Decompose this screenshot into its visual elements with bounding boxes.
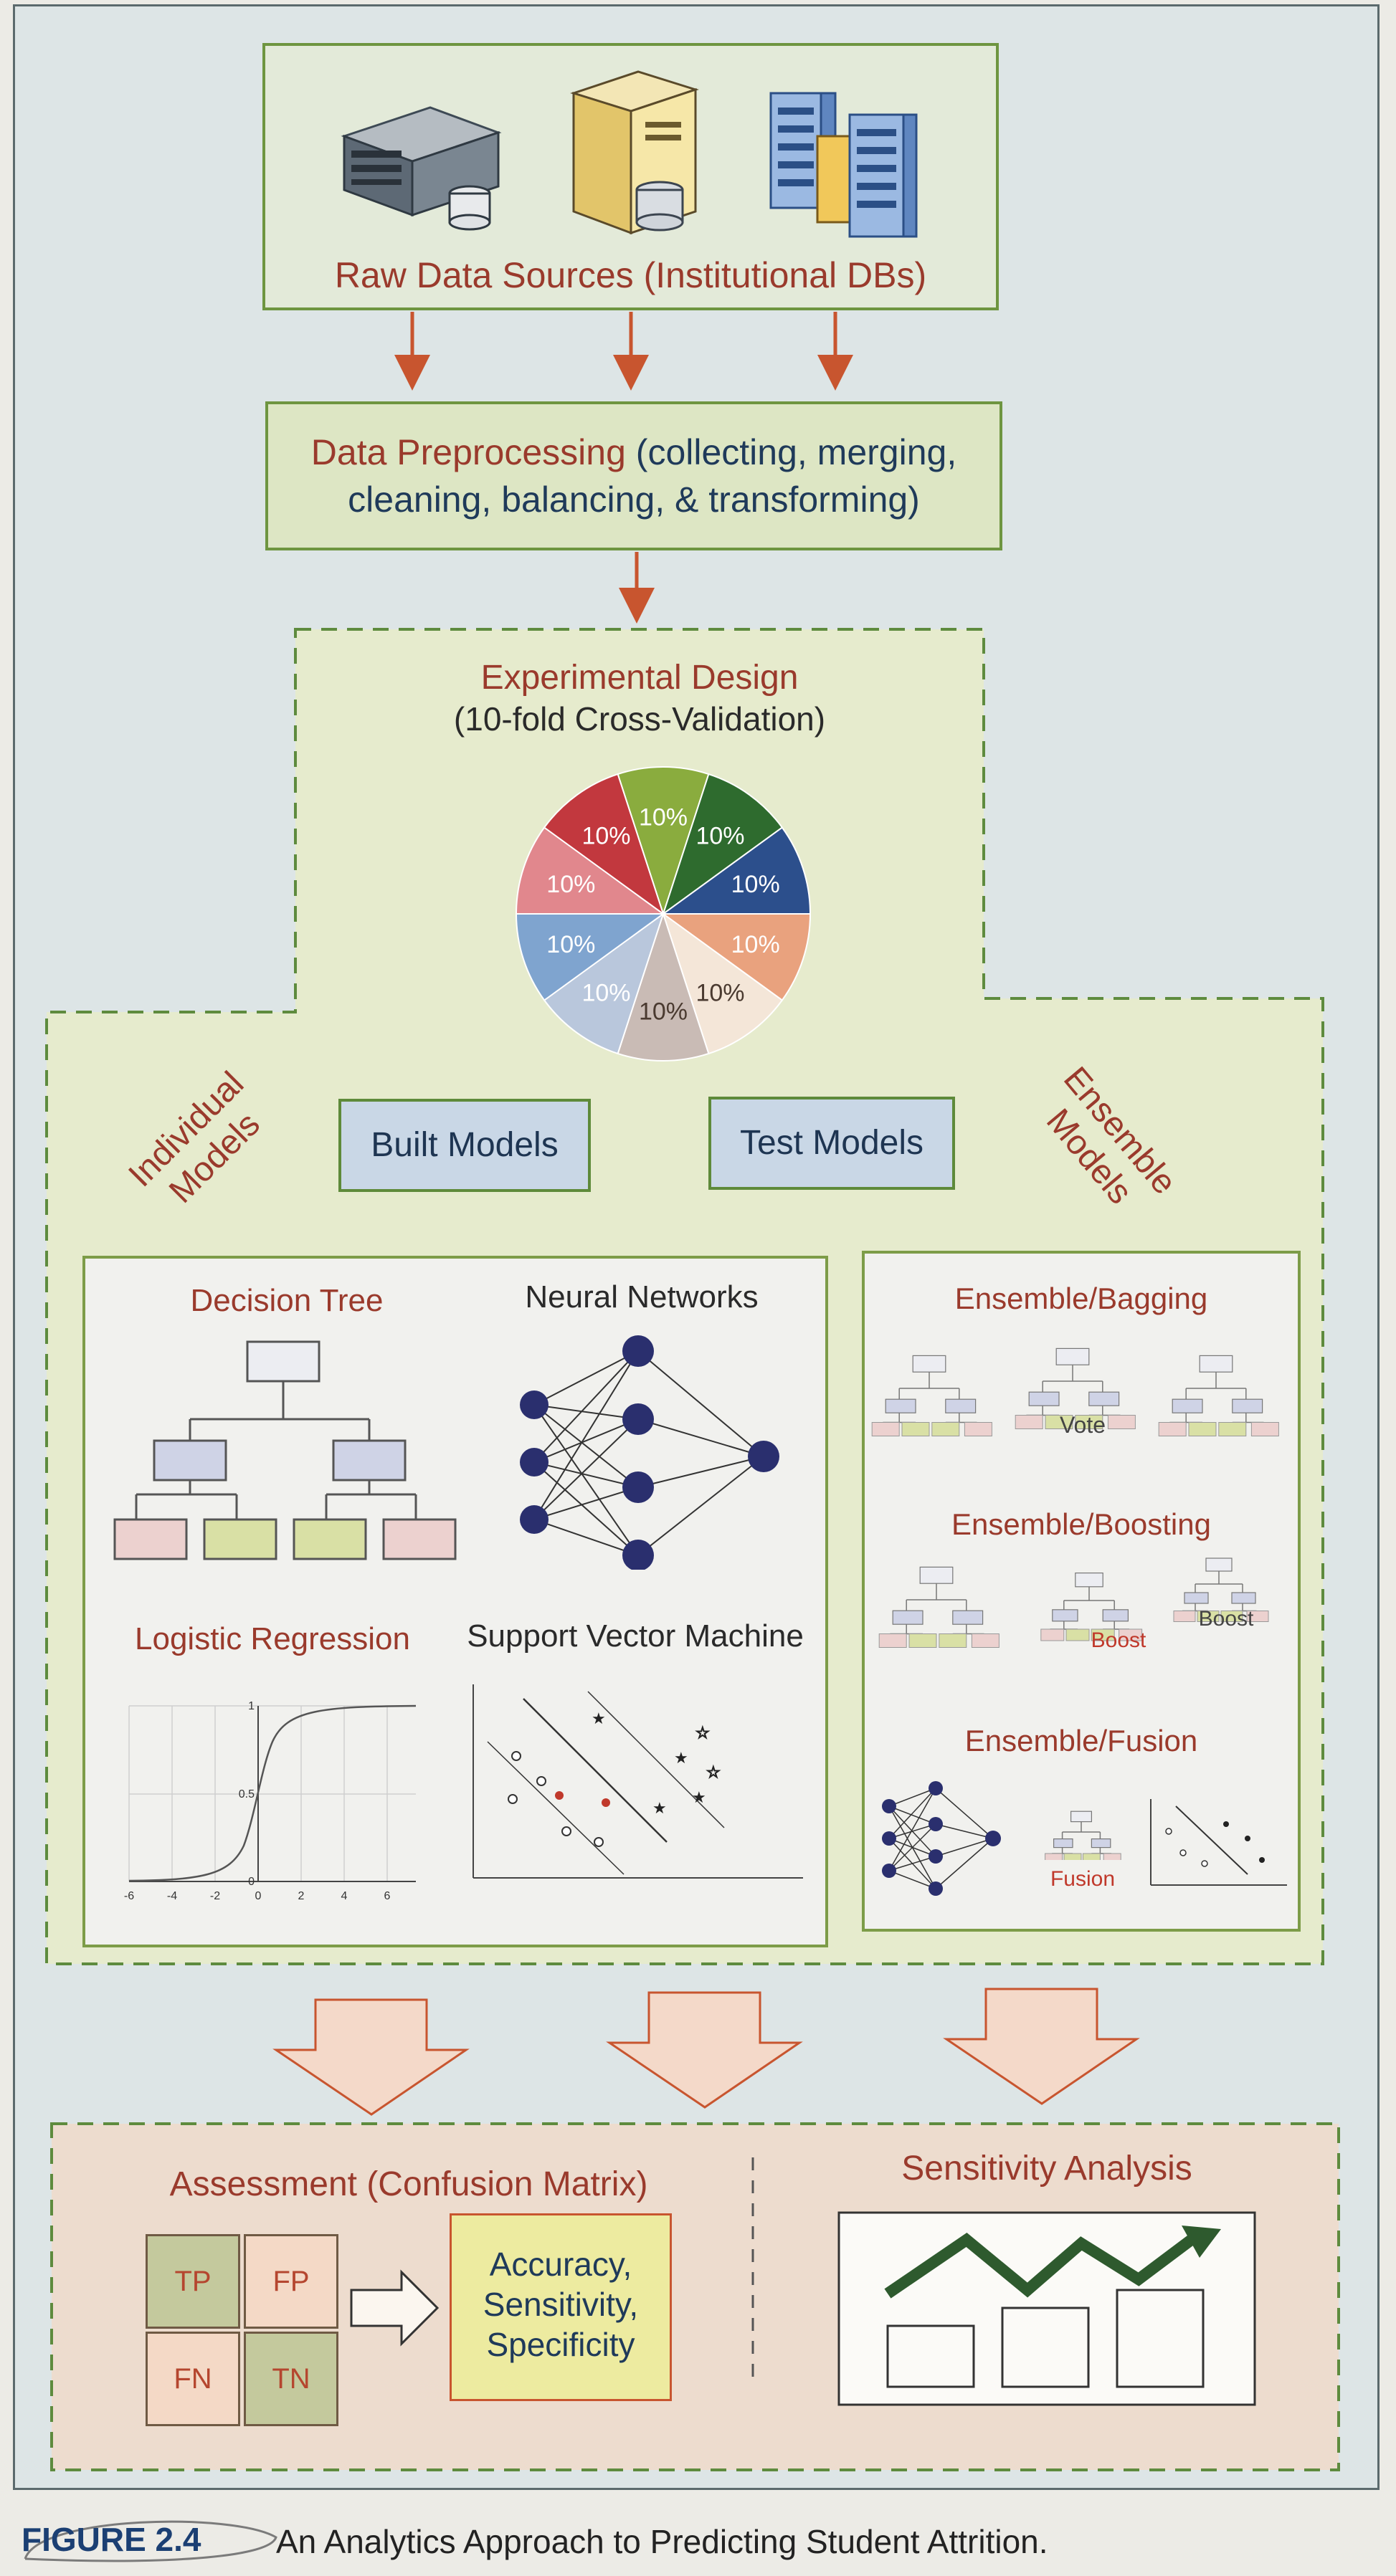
ensemble-fusion-title: Ensemble/Fusion <box>964 1724 1198 1757</box>
svg-text:★: ★ <box>674 1749 688 1767</box>
boost-label-2: Boost <box>1198 1607 1254 1631</box>
decision-tree-title: Decision Tree <box>190 1283 384 1318</box>
experimental-design-title: Experimental Design <box>480 659 799 697</box>
neural-networks-title: Neural Networks <box>525 1279 759 1315</box>
x-tick-label: -6 <box>124 1890 134 1902</box>
x-tick-label: -2 <box>210 1890 220 1902</box>
fusion-tree-icon <box>1045 1811 1121 1860</box>
assessment-title: Assessment (Confusion Matrix) <box>169 2165 648 2203</box>
pie-slice-label: 10% <box>546 931 595 958</box>
logistic-regression-plot: 1 0.5 0 -6 -4 -2 0 2 4 6 <box>124 1700 417 1902</box>
svg-text:★: ★ <box>692 1788 706 1806</box>
individual-models-panel <box>82 1256 828 1947</box>
pie-slice <box>543 773 665 916</box>
built-models-box: Built Models <box>338 1099 591 1192</box>
figure-caption: An Analytics Approach to Predicting Stud… <box>276 2523 1048 2560</box>
x-tick-label: 2 <box>298 1890 305 1902</box>
metric-accuracy: Accuracy, <box>489 2246 632 2283</box>
pie-slice <box>660 913 812 1001</box>
metric-sensitivity: Sensitivity, <box>483 2286 639 2323</box>
decision-tree-diagram <box>113 1340 457 1560</box>
neural-network-diagram <box>520 1335 779 1570</box>
raw-data-sources-title: Raw Data Sources (Institutional DBs) <box>334 255 927 295</box>
figure-label: FIGURE 2.4 <box>22 2521 201 2558</box>
caption-swoosh <box>24 2520 277 2562</box>
pie-slice-label: 10% <box>695 979 744 1006</box>
fusion-neural-icon <box>882 1781 1001 1896</box>
x-tick-label: 4 <box>341 1890 348 1902</box>
built-models-label: Built Models <box>371 1126 559 1164</box>
pie-slice <box>662 912 784 1055</box>
logistic-regression-title: Logistic Regression <box>135 1621 410 1656</box>
assessment-metrics-box <box>450 2213 672 2401</box>
y-tick-label: 1 <box>248 1700 255 1712</box>
pie-slice-label: 10% <box>731 931 780 958</box>
data-preprocessing-heading: Data Preprocessing <box>310 432 626 472</box>
pie-slice-label: 10% <box>581 979 630 1006</box>
cell-fp: FP <box>244 2234 338 2329</box>
test-models-label: Test Models <box>739 1124 924 1162</box>
boost-label-1: Boost <box>1091 1628 1146 1652</box>
data-preprocessing-steps: (collecting, merging, <box>625 432 957 472</box>
server-rack-icon <box>341 106 502 231</box>
pie-slice-label: 10% <box>546 871 595 898</box>
sensitivity-chart-icon <box>837 2211 1256 2406</box>
pie-slice-label: 10% <box>695 823 744 850</box>
pie-slice-label: 10% <box>581 823 630 850</box>
pie-slice <box>515 826 666 915</box>
svg-text:☆: ☆ <box>695 1724 710 1742</box>
data-preprocessing-line2: cleaning, balancing, & transforming) <box>348 480 920 520</box>
bagging-trees <box>871 1347 1279 1436</box>
svg-text:☆: ☆ <box>706 1763 721 1781</box>
metric-specificity: Specificity <box>486 2326 635 2363</box>
svm-title: Support Vector Machine <box>467 1618 804 1654</box>
pie-slice <box>662 773 784 916</box>
pie-slice <box>660 826 812 915</box>
y-tick-label: 0 <box>248 1876 255 1888</box>
ensemble-bagging-title: Ensemble/Bagging <box>954 1282 1208 1315</box>
ensemble-boosting-title: Ensemble/Boosting <box>951 1507 1211 1541</box>
fusion-svm-icon <box>1150 1799 1287 1886</box>
cross-validation-pie: 10% 10% 10% 10% 10% 10% 10% 10% 10% 10% <box>515 766 812 1062</box>
svg-text:★: ★ <box>592 1709 606 1727</box>
pie-slice <box>617 766 710 917</box>
y-tick-label: 0.5 <box>239 1788 255 1800</box>
cell-tn: TN <box>244 2332 338 2426</box>
x-tick-label: -4 <box>167 1890 177 1902</box>
x-tick-label: 0 <box>255 1890 262 1902</box>
assessment-arrow <box>350 2269 440 2347</box>
database-cluster-icon <box>769 92 918 238</box>
cell-fn: FN <box>146 2332 240 2426</box>
sensitivity-analysis-title: Sensitivity Analysis <box>901 2150 1192 2188</box>
vote-label: Vote <box>1059 1412 1106 1438</box>
data-preprocessing-box <box>265 401 1002 550</box>
pie-slice <box>617 911 710 1062</box>
cell-tp: TP <box>146 2234 240 2329</box>
test-models-box: Test Models <box>708 1097 955 1190</box>
pie-slice <box>543 912 665 1055</box>
boosting-trees <box>878 1557 1269 1648</box>
svm-plot: ★ ★ ★ ★ ☆ ☆ <box>473 1684 803 1879</box>
pie-slice-label: 10% <box>639 804 688 831</box>
x-tick-label: 6 <box>384 1890 391 1902</box>
pie-slice <box>515 913 666 1001</box>
pie-slice-label: 10% <box>731 871 780 898</box>
fusion-label: Fusion <box>1050 1867 1116 1891</box>
pie-slice-label: 10% <box>639 998 688 1025</box>
cross-validation-subtitle: (10-fold Cross-Validation) <box>453 700 826 738</box>
svg-text:★: ★ <box>652 1799 667 1817</box>
tower-server-icon <box>570 70 699 235</box>
data-preprocessing-line1: Data Preprocessing (collecting, merging, <box>265 431 1002 473</box>
